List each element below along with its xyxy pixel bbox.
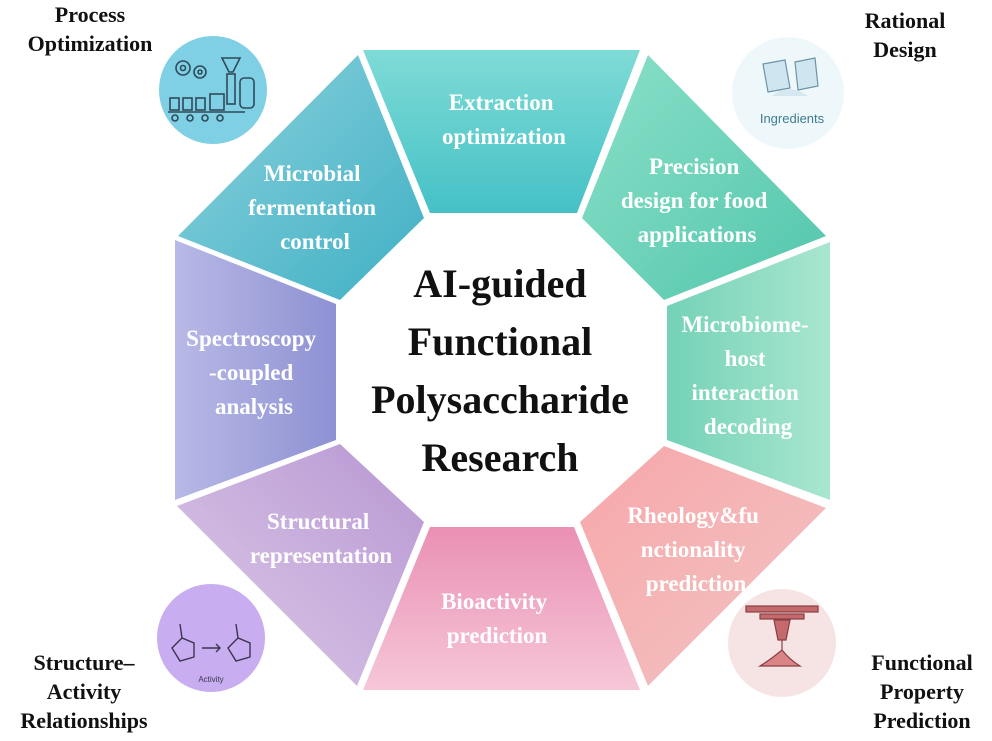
segment-right: [667, 242, 830, 500]
segment-label-bottom: Bioactivity prediction: [441, 589, 553, 648]
center-title: AI-guided Functional Polysaccharide Rese…: [371, 261, 629, 480]
center-octagon: [342, 218, 662, 522]
factory-machinery-icon: [159, 36, 267, 144]
segment-top: [363, 50, 640, 213]
3d-printer-icon: [728, 589, 836, 697]
molecule-reaction-icon: Activity: [157, 584, 265, 692]
segment-bottom-right: [580, 446, 826, 686]
segment-label-top-left: Microbial fermentation control: [248, 161, 382, 254]
corner-label-rational-design: Rational Design: [864, 8, 946, 62]
segment-bottom-left: [177, 444, 424, 686]
segment-label-bottom-left: Structural representation: [250, 509, 392, 568]
segment-label-top-right: Precision design for food applications: [621, 154, 773, 247]
corner-label-structure-activity: Structure– Activity Relationships: [20, 650, 148, 733]
ingredients-icon: Ingredients: [732, 37, 844, 149]
segment-label-bottom-right: Rheology&fu nctionality prediction: [627, 503, 764, 596]
ingredients-label: Ingredients: [760, 111, 825, 126]
segment-label-left: Spectroscopy -coupled analysis: [186, 326, 322, 419]
segment-top-left: [178, 55, 424, 300]
corner-label-process-optimization: Process Optimization: [27, 2, 153, 56]
segment-label-right: Microbiome- host interaction decoding: [681, 312, 814, 439]
corner-label-functional-property-prediction: Functional Property Prediction: [871, 650, 973, 733]
activity-label: Activity: [198, 675, 223, 684]
segment-bottom: [363, 527, 640, 690]
segment-top-right: [582, 55, 826, 300]
segment-left: [175, 240, 336, 500]
segment-label-top: Extraction optimization: [442, 90, 566, 149]
